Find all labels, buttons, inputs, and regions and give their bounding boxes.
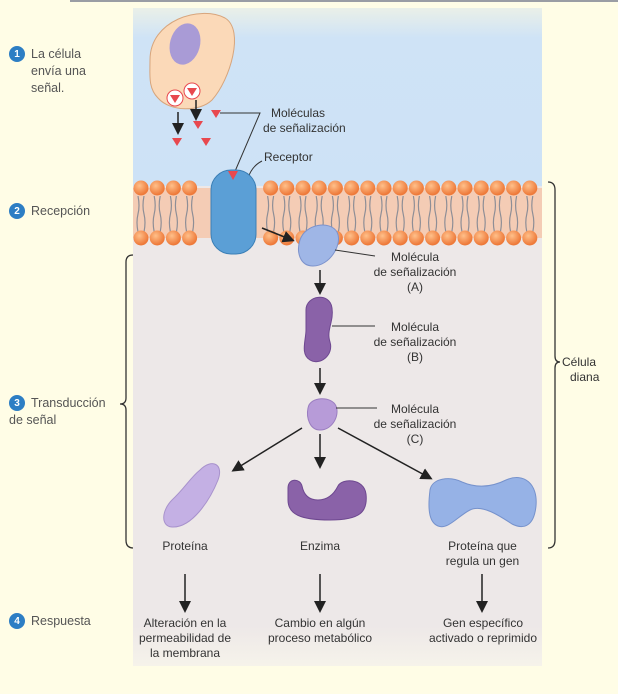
lipid-head [133, 230, 149, 246]
lipid-head [489, 230, 505, 246]
lipid-tail [460, 195, 470, 233]
target-enzyme: Enzima [299, 539, 340, 553]
lipid-tail [492, 195, 502, 233]
lipid-head [392, 230, 408, 246]
step-label: Recepción [31, 204, 91, 218]
lipid-head [149, 180, 165, 196]
molecule-c [307, 398, 338, 431]
step-4: 4 Respuesta [9, 613, 91, 630]
molecule-a [298, 224, 339, 267]
label-receptor: Receptor [264, 150, 313, 164]
lipid-tail [136, 195, 146, 233]
lipid-head [425, 180, 441, 196]
sending-cell [149, 13, 235, 110]
lipid-head [392, 180, 408, 196]
frame-top-line [70, 0, 618, 2]
receptor-protein [210, 169, 257, 255]
step-2: 2 Recepción [9, 203, 90, 220]
lipid-head [279, 180, 295, 196]
lipid-head [360, 180, 376, 196]
lipid-tail [168, 195, 178, 233]
lipid-tail [266, 195, 276, 233]
target-cell-bracket [547, 181, 561, 549]
lipid-head [360, 230, 376, 246]
lipid-head [182, 230, 198, 246]
nucleus [169, 23, 201, 65]
transduction-bracket [119, 254, 134, 549]
lipid-head [263, 230, 279, 246]
lipid-tail [363, 195, 373, 233]
lipid-tail [395, 195, 405, 233]
lipid-head [327, 180, 343, 196]
lipid-head [165, 230, 181, 246]
lipid-tail [509, 195, 519, 233]
lipid-head [506, 180, 522, 196]
lipid-head [408, 230, 424, 246]
lipid-head [344, 230, 360, 246]
lipid-head [263, 180, 279, 196]
lipid-tail [152, 195, 162, 233]
lipid-head [473, 230, 489, 246]
lipid-head [489, 180, 505, 196]
protein-shape [163, 463, 220, 528]
lipid-head [165, 180, 181, 196]
lipid-head [457, 230, 473, 246]
lipid-head [295, 180, 311, 196]
lipid-tail [476, 195, 486, 233]
lipid-head [441, 230, 457, 246]
lipid-head [344, 180, 360, 196]
lipid-tail [282, 195, 292, 233]
lipid-tail [347, 195, 357, 233]
lipid-head [182, 180, 198, 196]
lipid-head [506, 230, 522, 246]
lipid-head [376, 180, 392, 196]
target-protein: Proteína [162, 539, 208, 553]
lipid-head [522, 230, 538, 246]
lipid-tail [298, 195, 308, 233]
lipid-tail [185, 195, 195, 233]
step-badge: 1 [9, 46, 25, 62]
step-badge: 2 [9, 203, 25, 219]
signal-molecules [172, 110, 221, 146]
step-badge: 4 [9, 613, 25, 629]
lipid-tail [330, 195, 340, 233]
target-cell-cytoplasm [133, 186, 542, 666]
lipid-head [376, 230, 392, 246]
lipid-head [441, 180, 457, 196]
lipid-tail [379, 195, 389, 233]
step-label: Respuesta [31, 614, 91, 628]
lipid-head [425, 230, 441, 246]
lipid-tail [525, 195, 535, 233]
lipid-tail [444, 195, 454, 233]
lipid-head [522, 180, 538, 196]
enzyme-shape [287, 479, 367, 521]
lipid-head [408, 180, 424, 196]
lipid-head [149, 230, 165, 246]
lipid-tail [411, 195, 421, 233]
lipid-head [457, 180, 473, 196]
lipid-head [311, 180, 327, 196]
lipid-tail [428, 195, 438, 233]
lipid-head [473, 180, 489, 196]
gene-regulating-protein-shape [428, 477, 537, 528]
step-badge: 3 [9, 395, 25, 411]
lipid-head [133, 180, 149, 196]
molecule-b [303, 296, 333, 363]
